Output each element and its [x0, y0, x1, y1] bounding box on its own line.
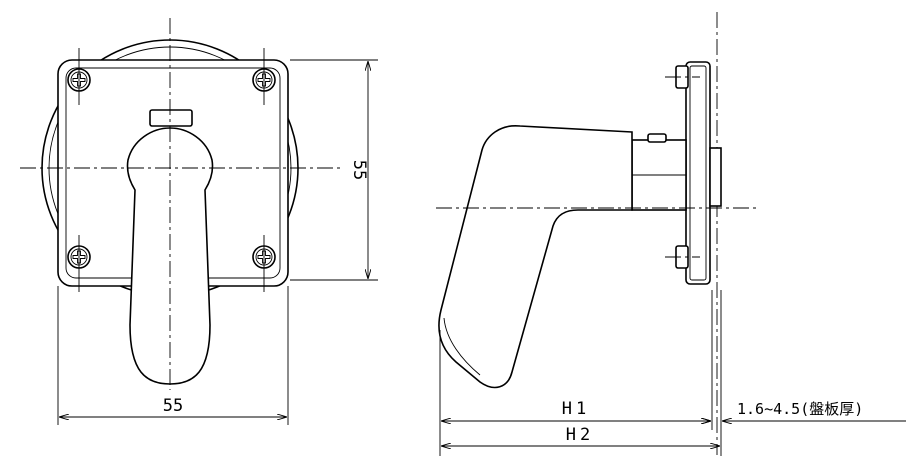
width-dimension-value: 55: [163, 396, 183, 416]
indicator-tab: [149, 109, 193, 127]
front-view: 55 55: [20, 18, 378, 425]
h1-label: H1: [562, 399, 590, 419]
height-dimension-value: 55: [349, 160, 369, 180]
lever-side-profile: [438, 125, 633, 389]
side-view: H1 H2 1.6~4.5(盤板厚): [436, 12, 906, 456]
lever-edge-line: [443, 317, 481, 376]
mounting-plate-inner: [689, 65, 707, 281]
h2-label: H2: [566, 425, 594, 445]
rear-stub: [709, 147, 722, 207]
hub-nub: [647, 133, 667, 143]
panel-thickness-label: 1.6~4.5(盤板厚): [737, 400, 863, 418]
